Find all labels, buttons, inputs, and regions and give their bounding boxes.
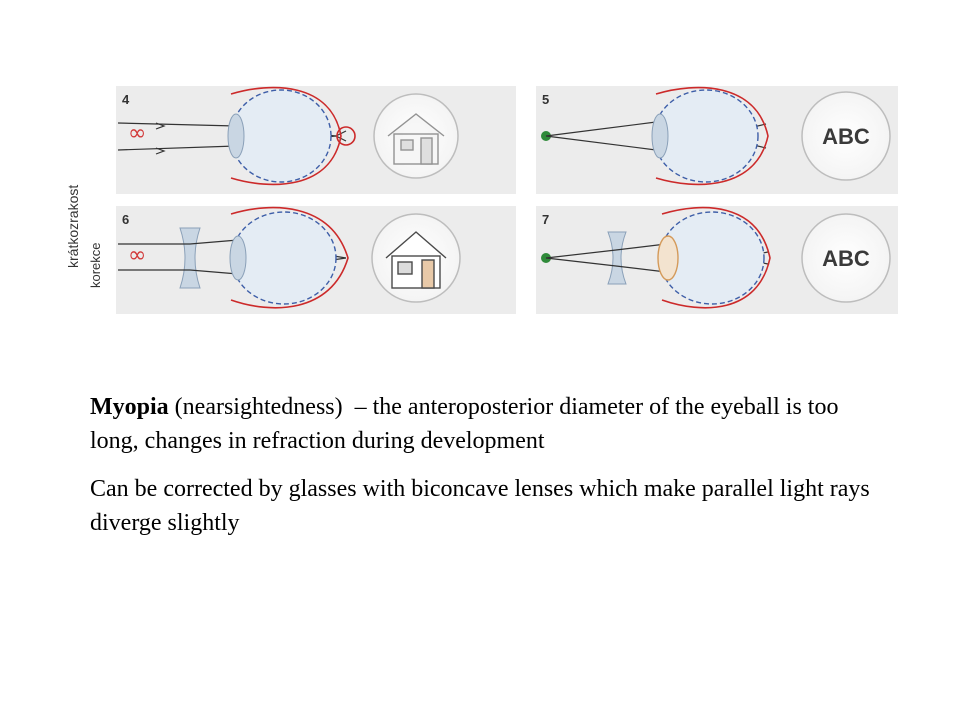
eyeball-icon <box>653 89 759 183</box>
caption-definition: Myopia (nearsightedness) – the anteropos… <box>90 390 870 458</box>
panel-4-number: 4 <box>122 92 130 107</box>
arrow-icon <box>155 147 166 155</box>
caption: Myopia (nearsightedness) – the anteropos… <box>90 390 870 540</box>
panel-5: 5 ABC <box>536 86 898 194</box>
concave-lens-icon <box>607 231 627 285</box>
panel-7-number: 7 <box>542 212 549 227</box>
accommodated-lens-icon <box>657 235 679 281</box>
blurred-house-icon <box>387 113 445 165</box>
view-circle <box>801 91 891 181</box>
panel-6-number: 6 <box>122 212 129 227</box>
infinity-symbol: ∞ <box>128 121 146 146</box>
panel-6: 6 ∞ <box>116 206 516 314</box>
view-text-abc: ABC <box>822 124 870 149</box>
eyeball-icon <box>230 89 332 183</box>
myopia-figure: krátkozrakost korekce 4 ∞ 5 <box>65 86 898 314</box>
lens-icon <box>229 235 247 281</box>
panel-5-number: 5 <box>542 92 549 107</box>
eyeball-icon <box>231 211 337 305</box>
elongated-eye-outline <box>655 86 769 186</box>
side-label-myopia: krátkozrakost <box>65 185 81 268</box>
elongated-eye-outline <box>661 206 771 309</box>
lens-icon <box>227 113 245 159</box>
elongated-eye-outline <box>230 206 349 309</box>
infinity-symbol: ∞ <box>128 243 146 268</box>
arrow-icon <box>155 122 166 130</box>
sharp-house-icon <box>385 231 447 289</box>
blur-circle-icon <box>336 126 356 146</box>
caption-definition-text: (nearsightedness) – the anteroposterior … <box>90 394 839 454</box>
caption-term: Myopia <box>90 394 169 420</box>
lens-icon <box>651 113 669 159</box>
view-text-abc: ABC <box>822 246 870 271</box>
elongated-eye-outline <box>230 86 342 186</box>
caption-correction: Can be corrected by glasses with biconca… <box>90 476 870 536</box>
side-label-correction: korekce <box>88 242 103 288</box>
view-circle <box>801 213 891 303</box>
panel-7: 7 ABC <box>536 206 898 314</box>
panel-4: 4 ∞ <box>116 86 516 194</box>
